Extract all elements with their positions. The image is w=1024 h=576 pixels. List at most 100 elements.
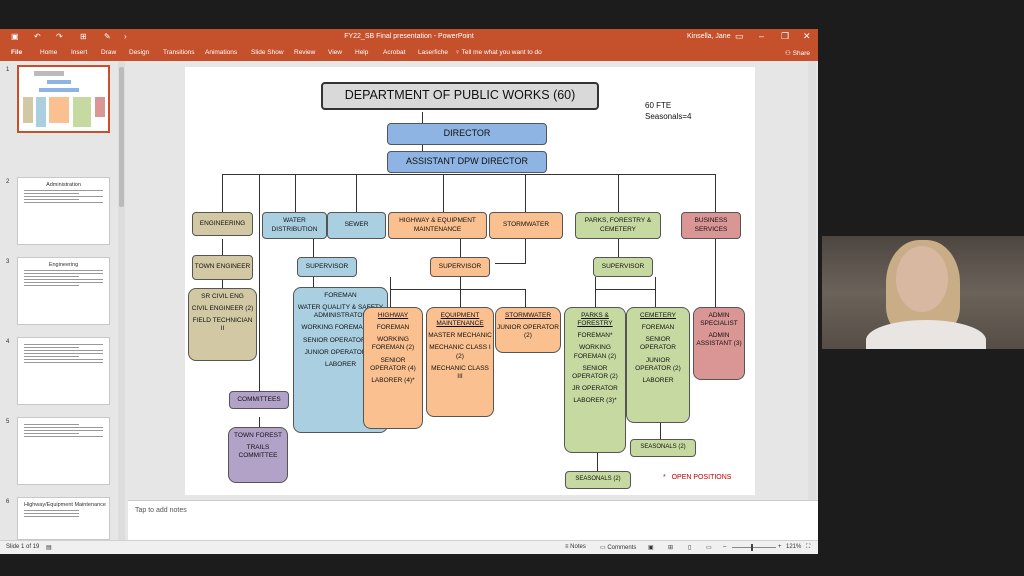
- thumb-spacer: [18, 418, 109, 422]
- tell-me-box[interactable]: ♀ Tell me what you want to do: [455, 49, 542, 56]
- comments-toggle[interactable]: ▭ Comments: [600, 544, 636, 551]
- tab-transitions[interactable]: Transitions: [163, 49, 195, 56]
- present-icon[interactable]: ⊞: [80, 32, 87, 41]
- tab-help[interactable]: Help: [355, 49, 369, 56]
- thumb-text-line: [24, 344, 103, 345]
- engineering-box: ENGINEERING: [192, 212, 253, 236]
- tab-animations[interactable]: Animations: [205, 49, 238, 56]
- tab-draw[interactable]: Draw: [101, 49, 117, 56]
- restore-icon[interactable]: ❐: [781, 31, 790, 41]
- customize-icon[interactable]: ›: [124, 32, 127, 41]
- normal-view-icon[interactable]: ▣: [648, 545, 654, 551]
- thumb-shape: [39, 88, 79, 92]
- thumb-shape: [49, 97, 69, 123]
- person-body: [866, 320, 986, 349]
- connector-line: [356, 174, 357, 212]
- tab-acrobat[interactable]: Acrobat: [383, 49, 406, 56]
- slide-thumbnail-5[interactable]: [17, 417, 110, 485]
- thumb-text-line: [24, 193, 79, 194]
- connector-line: [597, 453, 598, 471]
- share-button[interactable]: ⚇ Share: [785, 49, 810, 57]
- tab-insert[interactable]: Insert: [71, 49, 88, 56]
- redo-icon[interactable]: ↷: [56, 32, 63, 41]
- water-supervisor-box: SUPERVISOR: [297, 257, 357, 277]
- spell-check-icon[interactable]: ▤: [46, 545, 52, 551]
- ribbon-tabs: File Home Insert Draw Design Transitions…: [0, 45, 818, 61]
- thumbnail-scrollbar[interactable]: [118, 61, 125, 540]
- stormwater-staff-box: STORMWATER JUNIOR OPERATOR (2): [495, 307, 561, 353]
- sewer-box: SEWER: [327, 212, 386, 239]
- zoom-in-icon[interactable]: +: [778, 544, 782, 550]
- pen-icon[interactable]: ✎: [104, 32, 111, 41]
- scroll-thumb[interactable]: [119, 67, 124, 207]
- thumb-text-line: [24, 436, 103, 437]
- thumb-text-line: [24, 285, 79, 286]
- staff-title: TOWN FOREST: [234, 432, 282, 439]
- parks-forestry-staff-box: PARKS & FORESTRY FOREMAN* WORKING FOREMA…: [564, 307, 626, 453]
- slide-sorter-icon[interactable]: ⊞: [668, 545, 674, 551]
- thumb-number: 5: [6, 419, 10, 425]
- staff-title: WORKING FOREMAN (3)*: [301, 324, 380, 332]
- equipment-staff-box: EQUIPMENT MAINTENANCE MASTER MECHANIC ME…: [426, 307, 494, 417]
- highway-equipment-box: HIGHWAY & EQUIPMENT MAINTENANCE: [388, 212, 487, 239]
- slide-thumbnail-3[interactable]: Engineering: [17, 257, 110, 325]
- tab-laserfiche[interactable]: Laserfiche: [418, 49, 448, 56]
- reading-view-icon[interactable]: ▯: [688, 545, 692, 551]
- thumb-text-line: [24, 199, 79, 200]
- highway-staff-box: HIGHWAY FOREMAN WORKING FOREMAN (2) SENI…: [363, 307, 423, 429]
- zoom-level[interactable]: 121%: [786, 544, 802, 550]
- staff-title: TRAILS COMMITTEE: [238, 444, 278, 460]
- connector-line: [443, 174, 444, 212]
- staff-title: FOREMAN: [376, 324, 410, 332]
- minimize-icon[interactable]: –: [759, 31, 765, 41]
- ribbon-display-icon[interactable]: ▭: [735, 31, 744, 41]
- slide-show-icon[interactable]: ▭: [706, 545, 712, 551]
- staff-title: LABORER (4)*: [371, 376, 415, 384]
- connector-line: [460, 239, 461, 257]
- slide-thumbnail-4[interactable]: [17, 337, 110, 405]
- tab-review[interactable]: Review: [294, 49, 316, 56]
- tab-view[interactable]: View: [328, 49, 342, 56]
- connector-line: [222, 174, 715, 175]
- zoom-out-icon[interactable]: –: [723, 544, 727, 550]
- staff-heading: HIGHWAY: [377, 312, 409, 319]
- zoom-slider-handle[interactable]: [751, 544, 753, 551]
- user-name[interactable]: Kinsella, Jane: [687, 33, 731, 40]
- tab-design[interactable]: Design: [129, 49, 150, 56]
- lightbulb-icon: ♀: [455, 49, 462, 56]
- staff-title: FOREMAN*: [577, 332, 613, 340]
- connector-line: [495, 263, 525, 264]
- connector-line: [259, 174, 260, 399]
- tab-slide-show[interactable]: Slide Show: [251, 49, 284, 56]
- cemetery-staff-box: CEMETERY FOREMAN SENIOR OPERATOR JUNIOR …: [626, 307, 690, 423]
- slide-thumbnail-1[interactable]: [17, 65, 110, 133]
- water-distribution-box: WATER DISTRIBUTION: [262, 212, 327, 239]
- thumb-text-line: [24, 356, 79, 357]
- tab-home[interactable]: Home: [40, 49, 58, 56]
- slide-thumbnail-2[interactable]: Administration: [17, 177, 110, 245]
- notes-placeholder: Tap to add notes: [135, 507, 187, 514]
- undo-icon[interactable]: ↶: [34, 32, 41, 41]
- connector-line: [595, 277, 596, 307]
- slide-scrollbar[interactable]: [808, 61, 816, 500]
- business-staff-box: ADMIN SPECIALIST ADMIN ASSISTANT (3): [693, 307, 745, 380]
- connector-line: [222, 174, 223, 212]
- thumb-text-line: [24, 510, 79, 511]
- staff-title: CIVIL ENGINEER (2): [191, 305, 254, 313]
- close-icon[interactable]: ✕: [803, 31, 811, 41]
- notes-toggle[interactable]: ≡ Notes: [565, 544, 586, 550]
- staff-title: ADMIN ASSISTANT (3): [696, 332, 742, 348]
- tab-file[interactable]: File: [11, 49, 23, 56]
- save-icon[interactable]: ▣: [11, 32, 19, 41]
- zoom-slider[interactable]: [732, 547, 776, 548]
- notes-pane[interactable]: Tap to add notes: [128, 500, 818, 540]
- slide-canvas[interactable]: DEPARTMENT OF PUBLIC WORKS (60) 60 FTE S…: [185, 67, 755, 495]
- parks-seasonals-box: SEASONALS (2): [565, 471, 631, 489]
- seasonals-label: Seasonals=4: [645, 112, 692, 121]
- staff-title: MASTER MECHANIC: [428, 332, 492, 340]
- thumb-text-line: [24, 279, 103, 280]
- connector-line: [222, 239, 223, 255]
- fit-to-window-icon[interactable]: ⛶: [806, 544, 811, 550]
- thumb-number: 3: [6, 259, 10, 265]
- slide-thumbnail-6[interactable]: Highway/Equipment Maintenance: [17, 497, 110, 540]
